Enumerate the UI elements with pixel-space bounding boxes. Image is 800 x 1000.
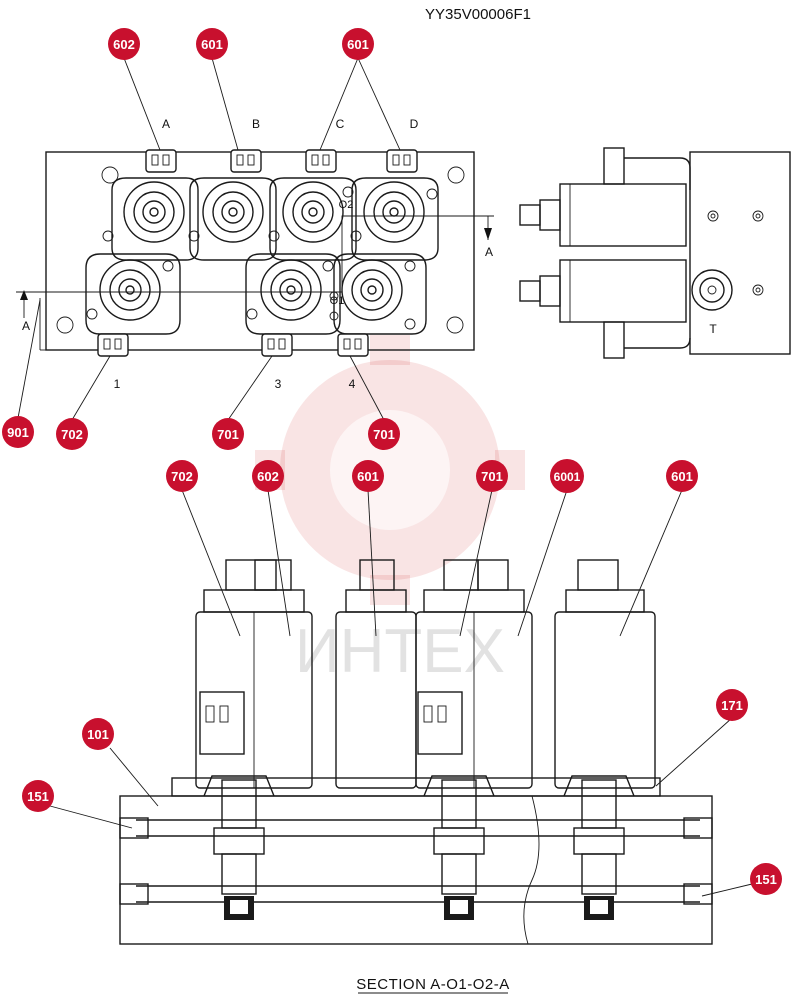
cartridge-2: [423, 775, 495, 920]
callout-702[interactable]: 702: [56, 418, 88, 450]
callout-701[interactable]: 701: [212, 418, 244, 450]
port-label-c: C: [336, 117, 345, 131]
callout-number: 601: [671, 469, 693, 484]
solenoid-top-d: [350, 149, 439, 261]
callout-number: 151: [755, 872, 777, 887]
section-view: [119, 559, 713, 945]
cartridge-3: [563, 775, 635, 920]
callout-number: 702: [61, 427, 83, 442]
solenoid-top-b: [188, 149, 277, 261]
callout-602[interactable]: 602: [252, 460, 284, 492]
port-label-3: 3: [275, 377, 282, 391]
callout-number: 701: [217, 427, 239, 442]
section-mark-right: A: [485, 245, 493, 259]
port-label-o1: O1: [330, 295, 345, 307]
callout-601[interactable]: 601: [342, 28, 374, 60]
callout-number: 601: [357, 469, 379, 484]
watermark-text: ИНТЕХ: [295, 617, 505, 686]
leader-lines: [17, 57, 753, 897]
callout-601[interactable]: 601: [352, 460, 384, 492]
port-label-b: B: [252, 117, 260, 131]
solenoid-top-1: [85, 253, 181, 357]
side-view: [519, 147, 791, 359]
port-label-a: A: [162, 117, 170, 131]
port-label-d: D: [410, 117, 419, 131]
callout-701[interactable]: 701: [476, 460, 508, 492]
callout-number: 601: [201, 37, 223, 52]
callout-901[interactable]: 901: [2, 416, 34, 448]
solenoid-top-a: [102, 149, 199, 261]
callout-601[interactable]: 601: [666, 460, 698, 492]
side-view-t-port-label: T: [709, 322, 717, 336]
callout-171[interactable]: 171: [716, 689, 748, 721]
callout-number: 602: [257, 469, 279, 484]
callout-number: 171: [721, 698, 743, 713]
callout-151[interactable]: 151: [22, 780, 54, 812]
port-label-o2: O2: [339, 199, 354, 211]
callout-702[interactable]: 702: [166, 460, 198, 492]
callout-number: 601: [347, 37, 369, 52]
cartridge-1: [203, 775, 275, 920]
callout-701[interactable]: 701: [368, 418, 400, 450]
port-label-1: 1: [114, 377, 121, 391]
doc-code: YY35V00006F1: [425, 6, 531, 23]
callout-6001[interactable]: 6001: [550, 459, 584, 493]
callout-number: 701: [481, 469, 503, 484]
section-mark-left: A: [22, 319, 30, 333]
section-title: SECTION A-O1-O2-A: [356, 976, 510, 993]
solenoid-top-3: [245, 253, 341, 357]
callout-602[interactable]: 602: [108, 28, 140, 60]
callout-number: 101: [87, 727, 109, 742]
plan-view: [16, 149, 494, 357]
solenoid-top-4: [329, 253, 427, 357]
callout-number: 6001: [554, 470, 581, 484]
callout-101[interactable]: 101: [82, 718, 114, 750]
callout-number: 602: [113, 37, 135, 52]
port-label-4: 4: [349, 377, 356, 391]
callout-601[interactable]: 601: [196, 28, 228, 60]
callout-number: 702: [171, 469, 193, 484]
callout-number: 901: [7, 425, 29, 440]
callout-number: 701: [373, 427, 395, 442]
callout-number: 151: [27, 789, 49, 804]
solenoid-top-c: [268, 149, 357, 261]
callout-151[interactable]: 151: [750, 863, 782, 895]
